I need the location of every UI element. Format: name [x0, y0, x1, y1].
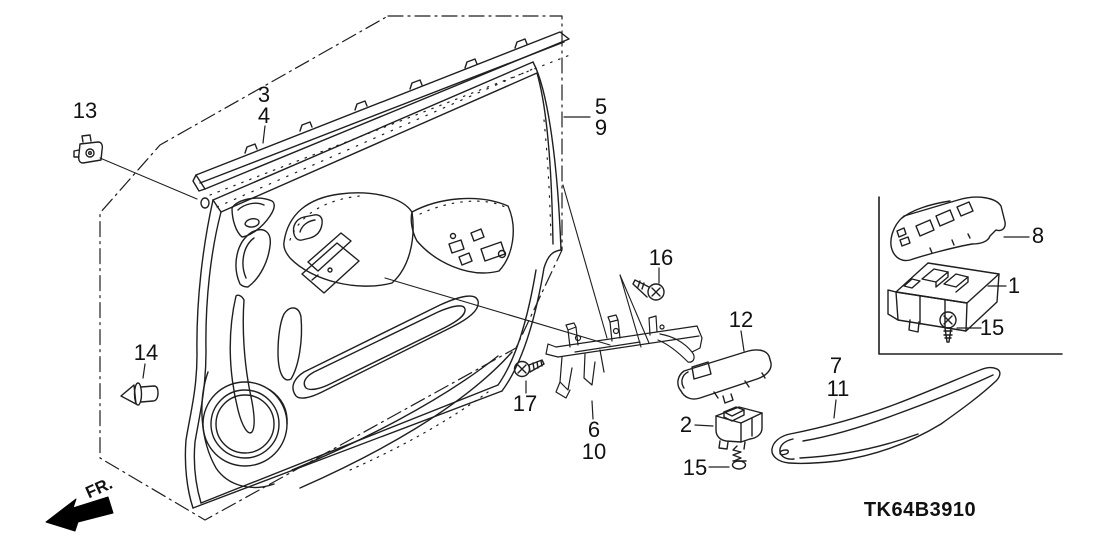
part-6-10-bracket	[545, 314, 703, 399]
callout-5: 5	[594, 94, 608, 119]
door-trim-panel	[184, 61, 562, 509]
callout-4: 4	[257, 103, 271, 128]
window-molding-strip	[192, 31, 571, 196]
callout-15-inset: 15	[979, 315, 1005, 340]
part-13-clip	[73, 134, 198, 200]
part-15-screw-bottom	[731, 445, 747, 470]
diagram-code: TK64B3910	[863, 499, 977, 521]
callout-15-bottom: 15	[682, 455, 708, 480]
callout-8: 8	[1031, 223, 1045, 248]
part-8-switch-panel	[890, 196, 1006, 262]
part-15-screw-inset	[939, 311, 957, 343]
callout-16: 16	[648, 245, 674, 270]
callout-14: 14	[133, 340, 159, 365]
callout-2: 2	[679, 412, 693, 437]
callout-7: 7	[829, 353, 843, 378]
part-2-switch	[715, 406, 763, 450]
callout-10: 10	[581, 439, 607, 464]
fr-direction-arrow-icon	[45, 496, 114, 532]
callout-17: 17	[512, 391, 538, 416]
part-17-screw	[513, 359, 545, 378]
cut-boundary-outline	[99, 15, 563, 521]
callout-11: 11	[826, 376, 850, 401]
part-16-screw	[632, 279, 665, 301]
callout-leader-lines	[142, 116, 1030, 468]
callout-3: 3	[257, 82, 271, 107]
callout-12: 12	[728, 307, 754, 332]
callout-6: 6	[587, 417, 601, 442]
part-7-11-armrest	[771, 366, 1001, 465]
callout-9: 9	[594, 115, 608, 140]
callout-13: 13	[72, 98, 98, 123]
pointer-lines	[384, 184, 650, 348]
part-14-clip	[120, 382, 159, 406]
callout-1: 1	[1007, 273, 1021, 298]
inset-box	[878, 196, 1063, 355]
part-12-armrest-panel	[677, 349, 772, 404]
